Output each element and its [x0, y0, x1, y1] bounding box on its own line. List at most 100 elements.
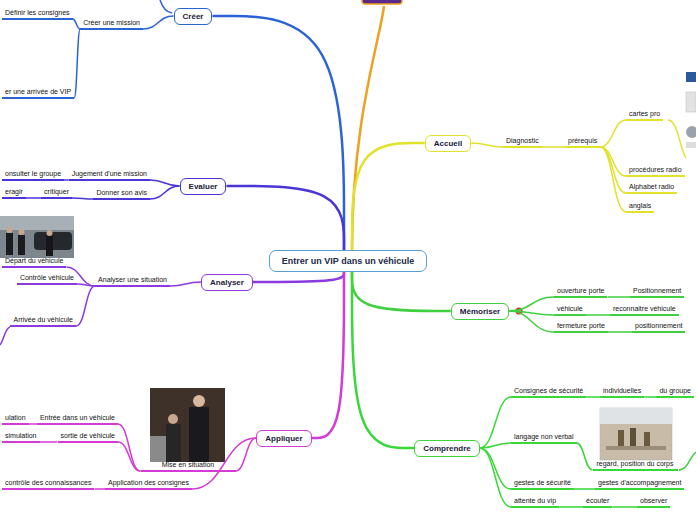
subtopic: regard, position du corps	[593, 460, 678, 471]
branch-line	[253, 272, 344, 282]
topic-label: gestes d'accompagnement	[598, 479, 681, 487]
branch-line	[480, 448, 511, 489]
topic-label: procédures radio	[629, 166, 682, 174]
subtopic: contrôle des connaissances	[2, 479, 94, 490]
subtopic: cartes pro	[626, 110, 663, 121]
branch-line	[77, 284, 95, 286]
person	[47, 230, 53, 236]
topic-label: Analyser	[210, 278, 244, 287]
photo	[600, 408, 672, 460]
branch-line	[679, 452, 696, 470]
topic-label: langage non verbal	[514, 433, 574, 441]
subtopic: ulation	[2, 414, 29, 425]
subtopic: véhicule	[554, 305, 586, 316]
photo-ground	[600, 408, 672, 460]
branch-line	[312, 272, 344, 438]
main-topic: Appliquer	[256, 430, 311, 447]
branch-line	[607, 296, 630, 298]
photo-ground	[0, 216, 74, 258]
subtopic: du groupe	[656, 387, 694, 398]
main-topic: Comprendre	[414, 440, 480, 457]
subtopic: Entrée dans un véhicule	[37, 414, 118, 425]
branch-line	[471, 143, 503, 147]
topic-label: Départ du véhicule	[5, 257, 63, 265]
card-image	[686, 92, 696, 112]
topic-label: fermeture porte	[557, 322, 605, 330]
branch-line	[608, 331, 632, 333]
topic-label: Donner son avis	[96, 189, 147, 197]
topic-label: Appliquer	[265, 434, 302, 443]
subtopic: Arrivée du véhicule	[10, 316, 76, 327]
subtopic: reconnaitre véhicule	[610, 305, 679, 316]
person	[644, 432, 650, 446]
topic-label: prérequis	[568, 137, 597, 145]
branch-line	[480, 397, 511, 448]
topic-label: sortie de véhicule	[61, 432, 115, 440]
topic-label: Accueil	[434, 139, 462, 148]
person	[189, 407, 209, 462]
subtopic: Définir les consignes	[2, 9, 73, 20]
card-image	[686, 126, 696, 138]
topic-label: gestes de sécurité	[514, 479, 571, 487]
branch-line	[509, 297, 554, 311]
subtopic: prérequis	[565, 137, 600, 148]
topic-label: Mise en situation	[144, 461, 233, 469]
card-image	[686, 72, 696, 82]
branch-line	[73, 19, 81, 29]
person	[7, 227, 13, 233]
topic-label: er une arrivée de VIP	[5, 88, 71, 96]
main-topic: Analyser	[201, 274, 253, 291]
branch-line	[150, 180, 180, 186]
branch-line	[74, 29, 80, 98]
branch-line	[352, 272, 451, 311]
car-door	[150, 436, 166, 462]
branch-line	[574, 488, 595, 490]
photo	[150, 388, 225, 462]
topic-label: reconnaitre véhicule	[613, 305, 676, 313]
branch-line	[352, 6, 384, 250]
branch-line	[26, 197, 41, 199]
topic-label: ouverture porte	[557, 287, 604, 295]
topic-label: Définir les consignes	[5, 9, 70, 17]
person	[193, 395, 205, 407]
branch-line	[40, 441, 58, 443]
subtopic: simulation	[2, 432, 40, 443]
subtopic: fermeture porte	[554, 322, 608, 333]
subtopic: Donner son avis	[93, 189, 150, 200]
branch-line	[118, 424, 141, 471]
subtopic: Diagnostic	[503, 137, 542, 148]
subtopic: langage non verbal	[511, 433, 577, 444]
topic-label: Contrôle véhicule	[20, 274, 74, 282]
topic-label: ulation	[5, 414, 26, 422]
branch-line	[577, 443, 593, 470]
person	[6, 233, 13, 255]
subtopic: anglais	[626, 202, 654, 213]
branch-line	[72, 198, 93, 199]
topic-label: Créer	[183, 12, 204, 21]
branch-line	[0, 327, 10, 345]
topic-label: regard, position du corps	[596, 460, 675, 468]
person	[46, 236, 53, 256]
subtopic: procédures radio	[626, 166, 685, 177]
subtopic: Créer une mission	[80, 19, 143, 30]
topic-label: Comprendre	[423, 444, 471, 453]
branch-line	[352, 143, 425, 250]
subtopic: observer	[637, 497, 670, 508]
branch-line	[76, 286, 95, 326]
subtopic: individuelles	[600, 387, 644, 398]
subtopic: Départ du véhicule	[2, 257, 66, 268]
branch-line	[160, 0, 172, 13]
branch-line	[644, 396, 656, 398]
topic-label: Application des consignes	[108, 479, 189, 487]
card-image	[686, 142, 696, 148]
branch-line	[352, 272, 414, 448]
photo-ground	[150, 388, 225, 462]
subtopic: sortie de véhicule	[58, 432, 118, 443]
subtopic: attente du vip	[511, 497, 559, 508]
cut-topic	[362, 0, 402, 4]
branch-line	[212, 16, 344, 250]
branch-line	[509, 311, 554, 332]
branch-line	[586, 314, 610, 316]
topic-label: Analyser une situation	[98, 276, 167, 284]
